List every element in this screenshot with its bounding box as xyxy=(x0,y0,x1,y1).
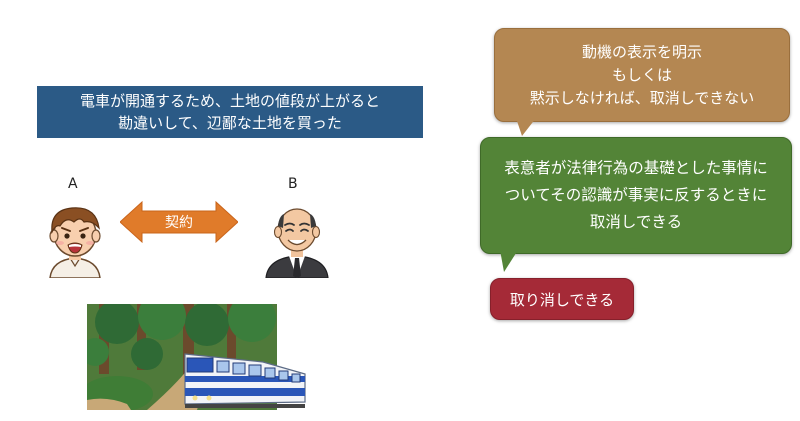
smiling-businessman-icon xyxy=(265,208,329,278)
worried-man-icon xyxy=(49,207,101,278)
party-a-label: A xyxy=(68,176,78,192)
situation-banner: 電車が開通するため、土地の値段が上がると 勘違いして、辺鄙な土地を買った xyxy=(37,86,423,138)
train-in-forest-illustration xyxy=(87,304,306,410)
banner-line-2: 勘違いして、辺鄙な土地を買った xyxy=(118,114,342,132)
rule-bubble-tail xyxy=(500,250,518,272)
motive-bubble-tail xyxy=(516,118,536,136)
motive-line-1: 動機の表示を明示 xyxy=(581,42,702,61)
contract-label: 契約 xyxy=(165,215,193,231)
motive-line-2: もしくは xyxy=(611,65,672,84)
rule-line-2: ついてその認識が事実に反するときに xyxy=(504,186,768,204)
party-b-label: B xyxy=(288,176,298,192)
motive-display-bubble: 動機の表示を明示 もしくは 黙示しなければ、取消しできない xyxy=(494,28,790,122)
rule-bubble: 表意者が法律行為の基礎とした事情に ついてその認識が事実に反するときに 取消しで… xyxy=(480,137,792,254)
rule-line-1: 表意者が法律行為の基礎とした事情に xyxy=(504,159,768,177)
motive-line-3: 黙示しなければ、取消しできない xyxy=(529,88,755,107)
contract-double-arrow-icon xyxy=(120,200,238,244)
banner-line-1: 電車が開通するため、土地の値段が上がると xyxy=(79,92,380,110)
rule-line-3: 取消しできる xyxy=(589,213,683,231)
result-revocable-box: 取り消しできる xyxy=(490,278,634,320)
result-label: 取り消しできる xyxy=(509,290,615,309)
